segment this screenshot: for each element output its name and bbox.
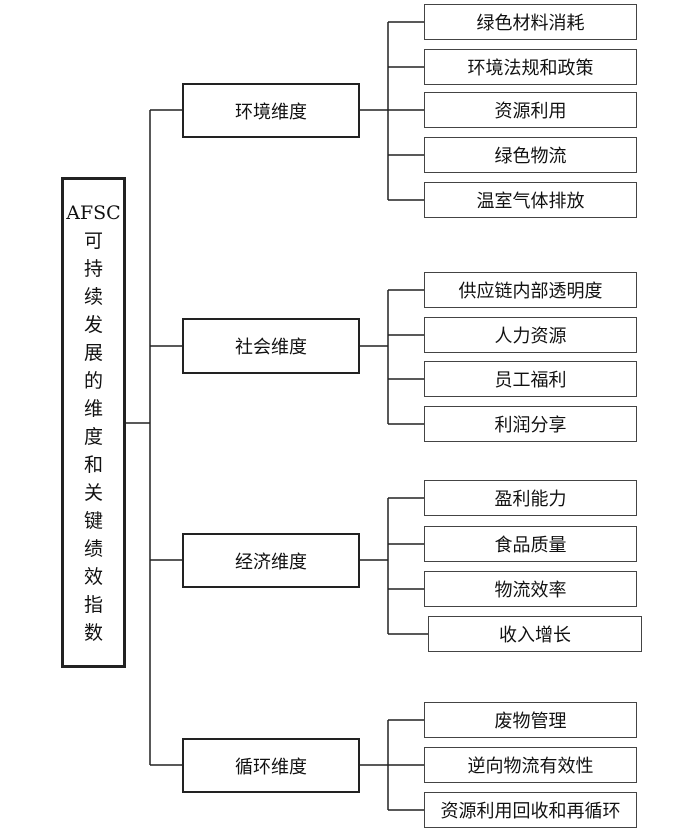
- root-node: AFSC 可 持 续 发 展 的 维 度 和 关 键 绩 效 指 数: [61, 177, 126, 668]
- indicator-box: 资源利用: [424, 92, 637, 128]
- root-char: 绩: [83, 537, 103, 560]
- indicator-box: 绿色材料消耗: [424, 4, 637, 40]
- root-char: 指: [83, 593, 103, 616]
- root-char: 和: [83, 453, 103, 476]
- dimension-node-social: 社会维度: [182, 318, 360, 374]
- indicator-box: 收入增长: [428, 616, 642, 652]
- root-char: 效: [83, 565, 103, 588]
- root-char: 的: [83, 369, 103, 392]
- indicator-box: 环境法规和政策: [424, 49, 637, 85]
- indicator-box: 物流效率: [424, 571, 637, 607]
- indicator-box: 员工福利: [424, 361, 637, 397]
- indicator-box: 供应链内部透明度: [424, 272, 637, 308]
- indicator-box: 利润分享: [424, 406, 637, 442]
- indicator-box: 食品质量: [424, 526, 637, 562]
- root-char: 持: [83, 257, 103, 280]
- indicator-box: 绿色物流: [424, 137, 637, 173]
- dimension-node-environment: 环境维度: [182, 83, 360, 138]
- indicator-box: 盈利能力: [424, 480, 637, 516]
- indicator-box: 逆向物流有效性: [424, 747, 637, 783]
- indicator-box: 废物管理: [424, 702, 637, 738]
- root-char: 维: [83, 397, 103, 420]
- root-char: 续: [83, 285, 103, 308]
- dimension-node-circular: 循环维度: [182, 738, 360, 793]
- indicator-box: 温室气体排放: [424, 182, 637, 218]
- root-title: AFSC: [66, 201, 121, 224]
- root-char: 发: [83, 313, 103, 336]
- root-char: 度: [83, 425, 103, 448]
- indicator-box: 资源利用回收和再循环: [424, 792, 637, 828]
- root-char: 关: [83, 481, 103, 504]
- root-char: 键: [83, 509, 103, 532]
- indicator-box: 人力资源: [424, 317, 637, 353]
- dimension-node-economic: 经济维度: [182, 533, 360, 588]
- root-char: 展: [83, 341, 103, 364]
- root-char: 数: [83, 621, 103, 644]
- root-char: 可: [83, 229, 103, 252]
